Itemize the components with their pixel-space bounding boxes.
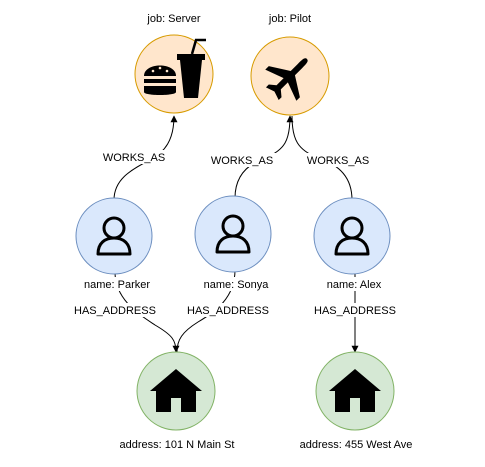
node-label-address-main: address: 101 N Main St <box>120 439 235 451</box>
airplane-icon <box>265 58 308 101</box>
node-label-person-sonya: name: Sonya <box>204 279 270 291</box>
node-person-parker[interactable]: name: Parker <box>75 197 156 291</box>
burger-drink-icon <box>144 38 206 98</box>
person-icon <box>96 216 132 256</box>
edge-label-parker-has-address: HAS_ADDRESS <box>74 305 156 317</box>
node-address-main[interactable]: address: 101 N Main St <box>120 351 235 451</box>
node-label-address-west: address: 455 West Ave <box>300 439 413 451</box>
edge-parker-has-address <box>114 271 180 353</box>
person-icon <box>215 214 251 254</box>
house-icon <box>329 369 381 412</box>
node-job-pilot[interactable]: job: Pilot <box>250 13 330 116</box>
edge-labels: WORKS_AS WORKS_AS WORKS_AS HAS_ADDRESS H… <box>72 150 398 317</box>
node-label-job-server: job: Server <box>146 13 201 25</box>
edge-label-sonya-works-as: WORKS_AS <box>211 155 273 167</box>
node-person-alex[interactable]: name: Alex <box>313 197 391 291</box>
node-label-job-pilot: job: Pilot <box>268 13 311 25</box>
edge-label-parker-works-as: WORKS_AS <box>103 152 165 164</box>
person-icon <box>334 216 370 256</box>
node-label-person-alex: name: Alex <box>327 279 382 291</box>
node-person-sonya[interactable]: name: Sonya <box>194 195 275 291</box>
edge-label-alex-has-address: HAS_ADDRESS <box>314 305 396 317</box>
node-address-west[interactable]: address: 455 West Ave <box>300 351 413 451</box>
node-label-person-parker: name: Parker <box>84 279 150 291</box>
node-job-server[interactable]: job: Server <box>134 13 214 114</box>
house-icon <box>150 369 202 412</box>
edge-label-sonya-has-address: HAS_ADDRESS <box>187 305 269 317</box>
edge-label-alex-works-as: WORKS_AS <box>307 155 369 167</box>
